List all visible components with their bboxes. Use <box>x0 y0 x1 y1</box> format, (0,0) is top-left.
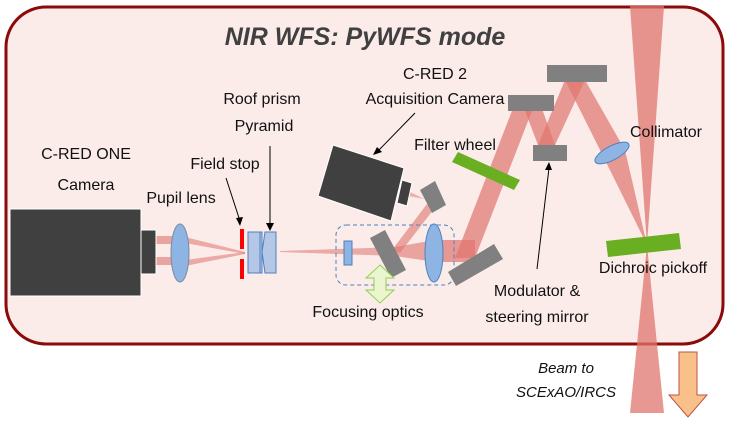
label-roof-prism: Roof prism <box>223 91 300 108</box>
label-dichroic: Dichroic pickoff <box>599 260 708 277</box>
beam-collimator-topmirror <box>565 80 625 150</box>
label-cred2-1: C-RED 2 <box>403 66 467 83</box>
beam-fold-lens <box>435 240 475 262</box>
roof-prism-2 <box>261 231 277 274</box>
beam-to-acq-mirror <box>392 200 437 253</box>
pyramid-arrowhead <box>266 223 274 231</box>
cred-one-camera-nose <box>140 229 157 275</box>
label-modulator-2: steering mirror <box>485 309 589 326</box>
input-beam-top <box>630 6 664 245</box>
pupil-beam-lower-collimated <box>155 257 185 265</box>
output-arrow-icon <box>667 351 709 418</box>
label-cred2-2: Acquisition Camera <box>366 91 505 108</box>
pupil-beam-lower <box>185 252 245 266</box>
field-stop-arrowhead <box>236 217 243 226</box>
focusing-lens <box>424 223 444 283</box>
cred2-arrowhead <box>373 147 382 155</box>
top-mirror <box>547 65 607 82</box>
pupil-lens <box>170 223 190 283</box>
cred2-camera-body <box>317 144 405 222</box>
cred-one-camera-body <box>9 208 142 297</box>
label-cred-one-2: Camera <box>58 177 115 194</box>
beam-topmirror-modulator <box>538 80 585 145</box>
focus-adjust-arrow-icon <box>364 264 396 304</box>
beam-dichroic-collimator <box>600 150 647 245</box>
label-beam-out-1: Beam to <box>538 360 594 377</box>
field-stop-upper <box>240 229 244 249</box>
diagram-title: NIR WFS: PyWFS mode <box>225 23 506 51</box>
collimator-lens <box>594 141 630 165</box>
fold-mirror <box>448 244 503 286</box>
field-stop-lower <box>240 259 244 279</box>
focusing-negative-lens <box>343 240 353 266</box>
cred2-camera-nose <box>396 179 413 207</box>
field-stop-pointer <box>225 177 241 222</box>
beam-to-pyramid <box>280 247 395 256</box>
focusing-optics-group <box>335 224 455 286</box>
focusing-fold-mirror <box>370 230 406 278</box>
label-beam-out-2: SCExAO/IRCS <box>516 384 616 401</box>
modulator-pointer <box>536 167 550 270</box>
cred2-pointer <box>377 112 416 152</box>
relay-mirror <box>508 95 554 111</box>
label-pyramid: Pyramid <box>235 118 294 135</box>
pupil-beam-upper-collimated <box>155 236 185 244</box>
label-collimator: Collimator <box>630 124 703 141</box>
pupil-beam-upper <box>185 237 245 254</box>
modulator-mirror <box>533 145 567 161</box>
label-pupil-lens: Pupil lens <box>146 190 215 207</box>
roof-prism-1 <box>247 231 261 274</box>
label-field-stop: Field stop <box>190 156 259 173</box>
output-beam <box>630 245 664 413</box>
dichroic-pickoff <box>606 233 681 257</box>
filter-wheel <box>452 152 520 190</box>
acq-pickoff-mirror <box>420 181 446 213</box>
label-modulator-1: Modulator & <box>494 283 581 300</box>
beam-to-acq-camera <box>408 192 437 205</box>
label-cred-one-1: C-RED ONE <box>41 146 131 163</box>
label-filter-wheel: Filter wheel <box>414 137 496 154</box>
modulator-arrowhead <box>545 162 552 170</box>
label-focusing-optics: Focusing optics <box>312 304 423 321</box>
